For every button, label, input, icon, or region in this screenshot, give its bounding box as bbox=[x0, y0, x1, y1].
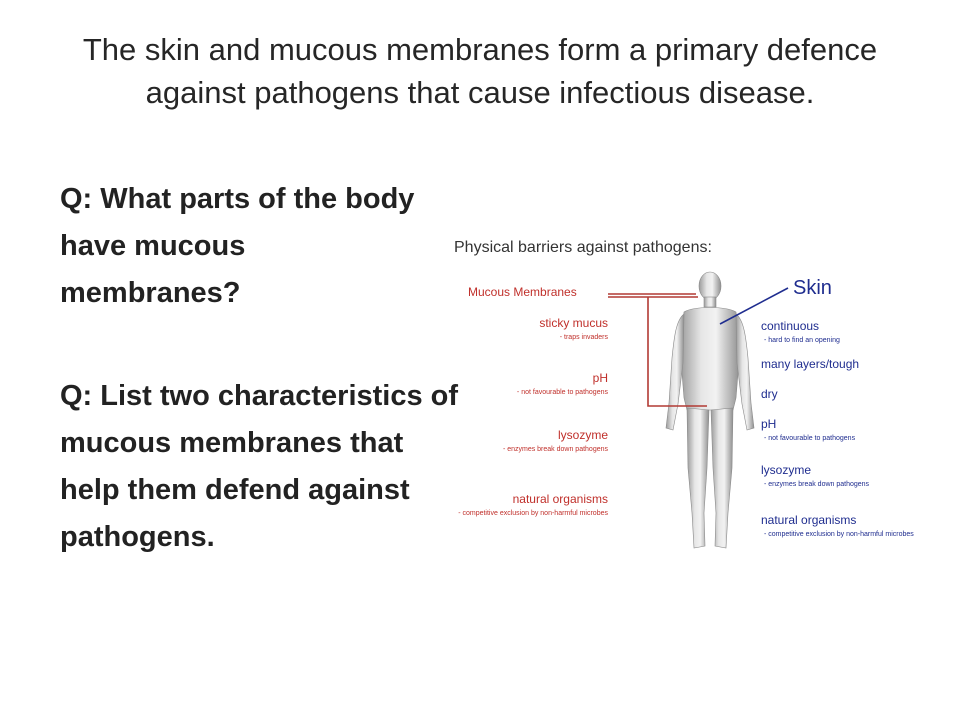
skin-item-label: natural organisms bbox=[761, 513, 857, 527]
mucous-item-note: - traps invaders bbox=[559, 334, 608, 341]
human-body-figure bbox=[665, 271, 755, 549]
mucous-membranes-label: Mucous Membranes bbox=[468, 285, 577, 299]
diagram-graphics bbox=[608, 271, 789, 549]
skin-item-label: pH bbox=[761, 417, 777, 431]
skin-item-note: - hard to find an opening bbox=[764, 337, 840, 344]
skin-item-note: - enzymes break down pathogens bbox=[764, 481, 870, 488]
skin-item-label: dry bbox=[761, 387, 778, 401]
slide-title: The skin and mucous membranes form a pri… bbox=[82, 32, 878, 110]
skin-item-label: lysozyme bbox=[761, 463, 812, 477]
skin-item-label: continuous bbox=[761, 319, 820, 333]
skin-connector-line bbox=[719, 287, 789, 325]
question-mucous-characteristics: Q: List two characteristics of mucous me… bbox=[60, 380, 459, 553]
skin-item-note: - competitive exclusion by non-harmful m… bbox=[764, 531, 914, 538]
mucous-item-note: - competitive exclusion by non-harmful m… bbox=[458, 510, 608, 517]
mucous-item-note: - enzymes break down pathogens bbox=[502, 446, 608, 453]
physical-barriers-diagram: Physical barriers against pathogens: Muc… bbox=[448, 228, 953, 568]
skin-item-note: - not favourable to pathogens bbox=[764, 435, 856, 442]
mucous-item-label: lysozyme bbox=[557, 428, 608, 442]
skin-label: Skin bbox=[793, 277, 832, 299]
mucous-item-note: - not favourable to pathogens bbox=[516, 389, 608, 396]
mucous-connector-lines bbox=[608, 293, 707, 407]
mucous-item-label: natural organisms bbox=[512, 492, 608, 506]
mucous-item-label: pH bbox=[592, 371, 608, 385]
skin-item-label: many layers/tough bbox=[761, 357, 860, 371]
question-mucous-locations: Q: What parts of the body have mucous me… bbox=[60, 183, 415, 309]
diagram-title: Physical barriers against pathogens: bbox=[454, 239, 712, 256]
mucous-item-label: sticky mucus bbox=[539, 316, 608, 330]
